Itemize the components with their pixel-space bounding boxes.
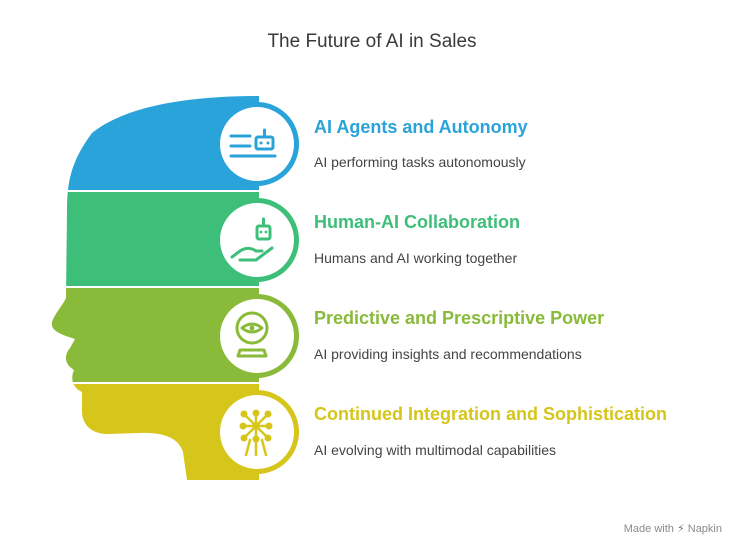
atomium-icon: [215, 390, 299, 474]
item-2-title: Human-AI Collaboration: [314, 212, 520, 232]
item-4-description: AI evolving with multimodal capabilities: [314, 442, 556, 458]
napkin-brand: Napkin: [687, 523, 722, 535]
made-with-label: Made with: [623, 523, 674, 535]
item-1-description: AI performing tasks autonomously: [314, 154, 526, 170]
crystal-ball-eye-icon: [215, 294, 299, 378]
item-1-title: AI Agents and Autonomy: [314, 117, 528, 137]
diagram-title: The Future of AI in Sales: [267, 31, 477, 52]
napkin-logo-icon: ⚡: [676, 523, 685, 535]
robot-list-icon: [215, 102, 299, 186]
item-4-title: Continued Integration and Sophistication: [314, 404, 667, 424]
item-3-title: Predictive and Prescriptive Power: [314, 308, 605, 328]
napkin-credit: Made with ⚡ Napkin: [624, 522, 722, 535]
item-2-description: Humans and AI working together: [314, 250, 518, 266]
hand-robot-icon: [215, 198, 299, 282]
item-3-description: AI providing insights and recommendation…: [314, 346, 582, 362]
